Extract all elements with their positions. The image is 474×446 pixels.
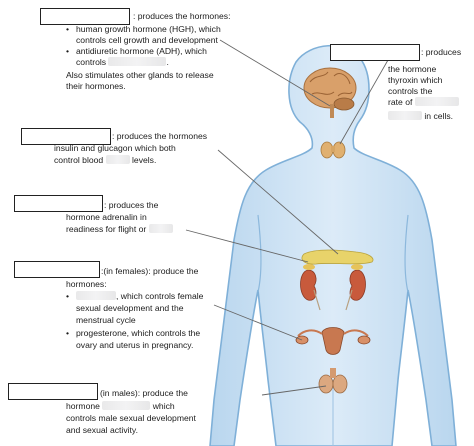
ovaries-bullet-2: •progesterone, which controls the: [66, 328, 201, 338]
redacted-answer: [102, 401, 151, 410]
adrenal-line-2: hormone adrenalin in: [66, 212, 147, 222]
pituitary-line-4: their hormones.: [66, 81, 126, 91]
redacted-answer: [76, 291, 116, 300]
pointer-pancreas: [217, 149, 339, 255]
arm-line-left: [257, 214, 262, 293]
thyroid-line-2: the hormone: [388, 64, 437, 74]
pointer-adrenal: [185, 229, 309, 263]
body-silhouette: [209, 44, 457, 446]
testes-organ: [318, 368, 348, 394]
ovaries-line-1: :(in females): produce the: [101, 266, 199, 276]
redacted-answer: [105, 155, 130, 164]
pancreas-line-1: : produces the hormones: [112, 131, 208, 141]
kidneys-organ: [300, 264, 366, 311]
thyroid-line-3: thyroxin which: [388, 75, 443, 85]
arm-line-right: [404, 214, 409, 293]
pointer-thyroid: [339, 59, 389, 145]
testes-line-2: hormone which: [66, 401, 175, 411]
pituitary-label: : produces the hormones:: [133, 11, 231, 21]
thyroid-line-5: rate of: [388, 97, 459, 108]
pituitary-answer-box[interactable]: [40, 8, 130, 25]
pointer-pituitary: [219, 39, 331, 107]
pituitary-bullet-2-cont: controls .: [76, 57, 169, 67]
testes-line-3: controls male sexual development: [66, 413, 196, 423]
pituitary-line-3: Also stimulates other glands to release: [66, 70, 214, 80]
testes-answer-box[interactable]: [8, 383, 98, 400]
thyroid-line-1: : produces: [421, 47, 462, 57]
pituitary-bullet-2: •antidiuretic hormone (ADH), which: [66, 46, 207, 56]
adrenal-answer-box[interactable]: [14, 195, 103, 212]
testes-line-4: and sexual activity.: [66, 425, 138, 435]
redacted-answer: [148, 224, 173, 233]
ovaries-answer-box[interactable]: [14, 261, 100, 278]
ovaries-bullet-1: •, which controls female: [66, 291, 204, 301]
thyroid-line-4: controls the: [388, 86, 433, 96]
pancreas-answer-box[interactable]: [21, 128, 111, 145]
pituitary-bullet-1: •human growth hormone (HGH), which: [66, 24, 221, 34]
redacted-answer: [388, 111, 422, 120]
adrenal-line-1: : produces the: [104, 200, 159, 210]
uterus-ovaries-organ: [295, 327, 371, 355]
thyroid-organ: [320, 141, 346, 159]
thyroid-line-6: in cells.: [388, 111, 453, 122]
testes-line-1: (in males): produce the: [100, 388, 188, 398]
thyroid-answer-box[interactable]: [330, 44, 420, 61]
pancreas-organ: [301, 249, 374, 265]
ovaries-bullet-2-cont: ovary and uterus in pregnancy.: [76, 340, 194, 350]
ovaries-bullet-1-cont-2: menstrual cycle: [76, 315, 136, 325]
pancreas-line-2: insulin and glucagon which both: [54, 143, 176, 153]
pointer-lines: [185, 39, 389, 396]
adrenal-line-3: readiness for flight or: [66, 224, 173, 235]
pituitary-bullet-1-cont: controls cell growth and development: [76, 35, 218, 45]
pancreas-line-3: control blood levels.: [54, 155, 157, 165]
pointer-testes: [261, 385, 327, 396]
redacted-answer: [108, 57, 167, 66]
ovaries-bullet-1-cont-1: sexual development and the: [76, 303, 184, 313]
ovaries-line-2: hormones:: [66, 279, 107, 289]
pointer-ovaries: [213, 304, 303, 341]
redacted-answer: [414, 97, 459, 106]
